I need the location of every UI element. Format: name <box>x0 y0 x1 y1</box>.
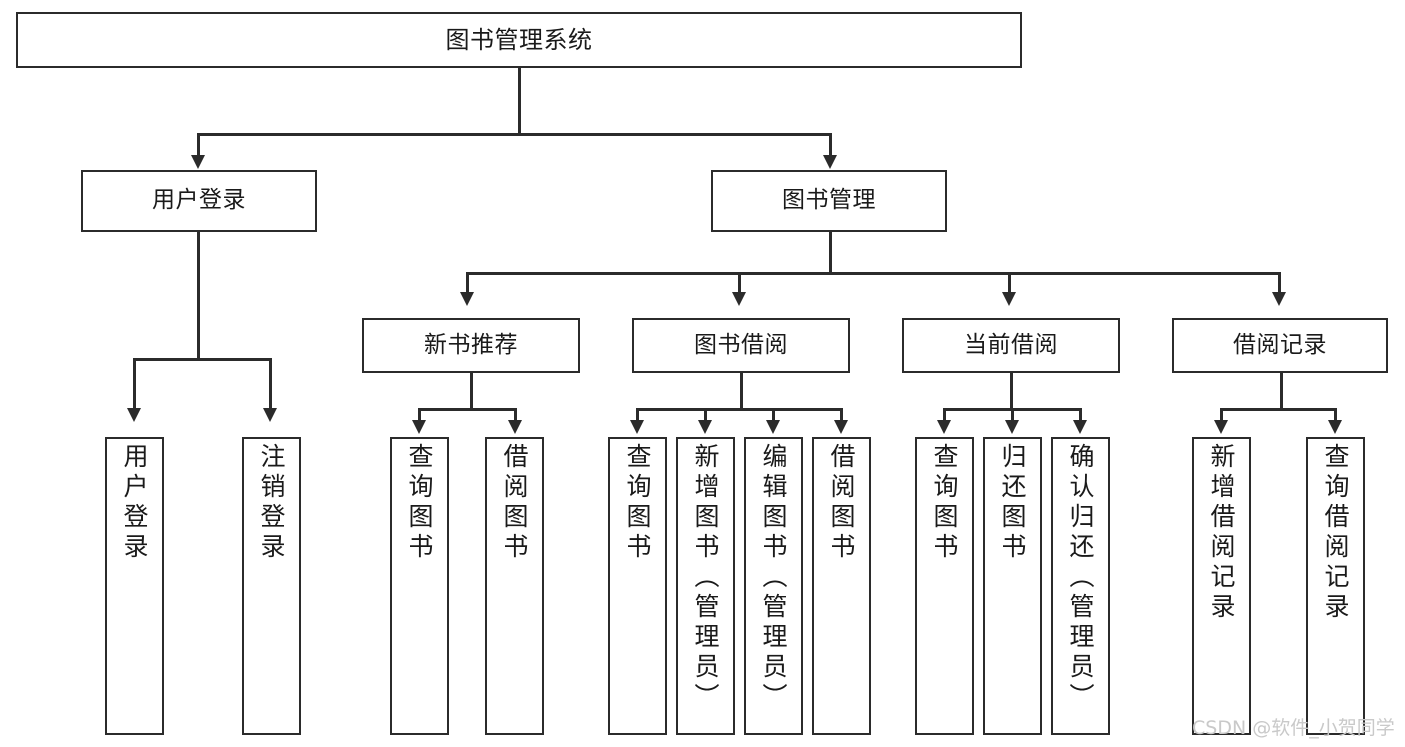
connector-borrow-record-stem <box>1280 373 1283 410</box>
node-root-book-management-system[interactable]: 图书管理系统 <box>16 12 1022 68</box>
node-label: 查询图书 <box>930 443 959 563</box>
arrowhead-query-record <box>1328 420 1342 434</box>
arrowhead-edit-book <box>766 420 780 434</box>
arrowhead-new-book <box>460 292 474 306</box>
connector-new-book-bus <box>418 408 516 411</box>
node-label: 当前借阅 <box>964 331 1058 358</box>
connector-borrow-record-bus <box>1220 408 1336 411</box>
leaf-return-book[interactable]: 归还图书 <box>983 437 1042 735</box>
connector-to-current-borrow <box>1008 272 1011 294</box>
arrowhead-user-login <box>191 155 205 169</box>
arrowhead-leaf-logout <box>263 408 277 422</box>
node-label: 新书推荐 <box>424 331 518 358</box>
connector-new-book-r <box>514 408 517 422</box>
node-new-book-recommend[interactable]: 新书推荐 <box>362 318 580 373</box>
leaf-edit-book[interactable]: 编辑图书（管理员） <box>744 437 803 735</box>
node-book-management[interactable]: 图书管理 <box>711 170 947 232</box>
node-label: 借阅记录 <box>1233 331 1327 358</box>
connector-user-login-stem <box>197 232 200 360</box>
connector-current-borrow-stem <box>1010 373 1013 410</box>
connector-book-borrow-bus <box>636 408 842 411</box>
node-label: 查询图书 <box>405 443 434 563</box>
connector-bb-3 <box>772 408 775 422</box>
connector-new-book-l <box>418 408 421 422</box>
connector-bb-4 <box>840 408 843 422</box>
leaf-user-login[interactable]: 用户登录 <box>105 437 164 735</box>
leaf-borrow-book[interactable]: 借阅图书 <box>812 437 871 735</box>
connector-bb-2 <box>704 408 707 422</box>
leaf-query-book-current[interactable]: 查询图书 <box>915 437 974 735</box>
connector-user-login-right <box>269 358 272 410</box>
connector-user-login-bus <box>133 358 271 361</box>
node-label: 用户登录 <box>152 187 246 214</box>
csdn-watermark: CSDN @软件_小贺同学 <box>1192 717 1395 739</box>
connector-cb-1 <box>943 408 946 422</box>
leaf-query-book-borrow[interactable]: 查询图书 <box>608 437 667 735</box>
node-label: 查询借阅记录 <box>1321 443 1350 623</box>
node-label: 确认归还（管理员） <box>1066 443 1095 713</box>
leaf-logout[interactable]: 注销登录 <box>242 437 301 735</box>
node-book-borrow[interactable]: 图书借阅 <box>632 318 850 373</box>
arrowhead-borrow-book-1 <box>508 420 522 434</box>
node-label: 查询图书 <box>623 443 652 563</box>
leaf-confirm-return[interactable]: 确认归还（管理员） <box>1051 437 1110 735</box>
arrowhead-query-book-2 <box>630 420 644 434</box>
node-label: 新增图书（管理员） <box>691 443 720 713</box>
connector-level3-bus <box>466 272 1280 275</box>
connector-root-stem <box>518 68 521 134</box>
connector-to-borrow-record <box>1278 272 1281 294</box>
connector-new-book-stem <box>470 373 473 410</box>
arrowhead-current-borrow <box>1002 292 1016 306</box>
node-label: 编辑图书（管理员） <box>759 443 788 713</box>
arrowhead-query-book-3 <box>937 420 951 434</box>
arrowhead-book-manage <box>823 155 837 169</box>
connector-br-1 <box>1220 408 1223 422</box>
node-label: 归还图书 <box>998 443 1027 563</box>
arrowhead-query-book-1 <box>412 420 426 434</box>
node-label: 注销登录 <box>257 443 286 563</box>
leaf-add-borrow-record[interactable]: 新增借阅记录 <box>1192 437 1251 735</box>
leaf-query-borrow-record[interactable]: 查询借阅记录 <box>1306 437 1365 735</box>
connector-level2-bus <box>197 133 831 136</box>
leaf-borrow-book-recommend[interactable]: 借阅图书 <box>485 437 544 735</box>
connector-book-borrow-stem <box>740 373 743 410</box>
connector-book-manage-stem <box>829 232 832 274</box>
arrowhead-add-record <box>1214 420 1228 434</box>
node-label: 图书管理 <box>782 187 876 214</box>
connector-to-book-borrow <box>738 272 741 294</box>
node-user-login[interactable]: 用户登录 <box>81 170 317 232</box>
node-label: 图书管理系统 <box>445 25 593 54</box>
connector-br-2 <box>1334 408 1337 422</box>
node-current-borrow[interactable]: 当前借阅 <box>902 318 1120 373</box>
connector-cb-3 <box>1079 408 1082 422</box>
node-label: 借阅图书 <box>500 443 529 563</box>
node-borrow-record[interactable]: 借阅记录 <box>1172 318 1388 373</box>
leaf-query-book-recommend[interactable]: 查询图书 <box>390 437 449 735</box>
node-label: 用户登录 <box>120 443 149 563</box>
arrowhead-confirm-return <box>1073 420 1087 434</box>
node-label: 新增借阅记录 <box>1207 443 1236 623</box>
connector-user-login-left <box>133 358 136 410</box>
connector-to-user-login <box>197 133 200 157</box>
connector-cb-2 <box>1011 408 1014 422</box>
connector-bb-1 <box>636 408 639 422</box>
node-label: 图书借阅 <box>694 331 788 358</box>
arrowhead-borrow-book-2 <box>834 420 848 434</box>
arrowhead-return-book <box>1005 420 1019 434</box>
arrowhead-book-borrow <box>732 292 746 306</box>
arrowhead-borrow-record <box>1272 292 1286 306</box>
leaf-add-book[interactable]: 新增图书（管理员） <box>676 437 735 735</box>
arrowhead-leaf-user-login <box>127 408 141 422</box>
connector-to-new-book <box>466 272 469 294</box>
connector-to-book-manage <box>829 133 832 157</box>
arrowhead-add-book <box>698 420 712 434</box>
node-label: 借阅图书 <box>827 443 856 563</box>
